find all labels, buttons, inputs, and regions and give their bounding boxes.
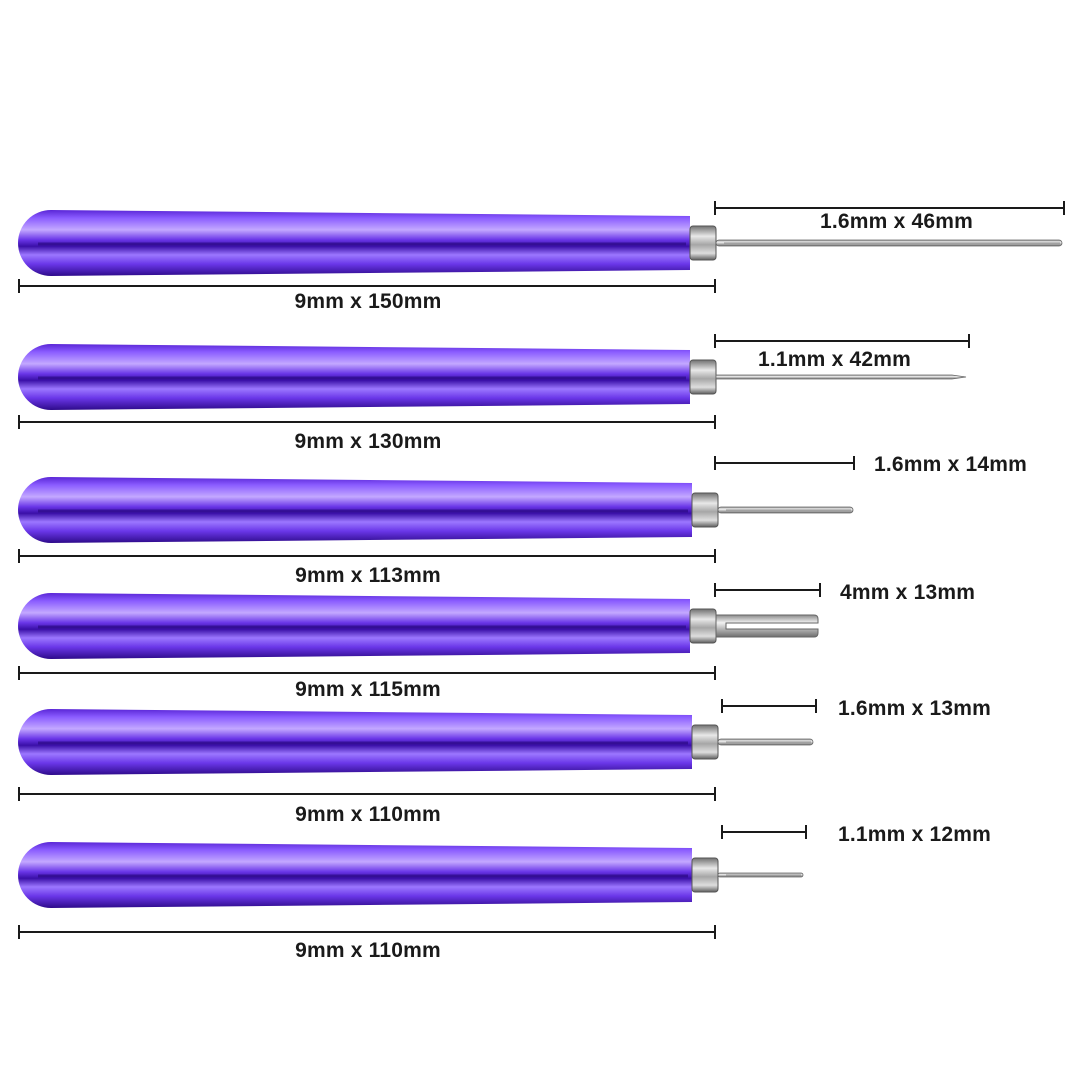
tool-2 — [18, 334, 970, 429]
handle-size-label: 9mm x 110mm — [295, 803, 441, 826]
fork-tip — [715, 614, 819, 638]
tip-size-label: 1.1mm x 12mm — [838, 823, 991, 846]
handle-size-label: 9mm x 150mm — [294, 290, 442, 313]
tool-5 — [18, 699, 817, 801]
tip-size-label: 1.1mm x 42mm — [758, 348, 911, 371]
handle-size-label: 9mm x 130mm — [294, 430, 442, 453]
tool-4 — [18, 583, 821, 680]
tool-1 — [18, 201, 1065, 293]
tool-ferrule — [691, 857, 719, 893]
tool-ferrule — [689, 225, 717, 261]
tool-ferrule — [689, 359, 717, 395]
tip-size-label: 4mm x 13mm — [840, 581, 976, 604]
handle-size-label: 9mm x 113mm — [295, 564, 441, 587]
tool-ferrule — [691, 724, 719, 760]
tool-ferrule — [689, 608, 717, 644]
tool-6 — [18, 825, 807, 939]
handle-size-label: 9mm x 115mm — [295, 678, 441, 701]
tip-size-label: 1.6mm x 14mm — [874, 453, 1027, 476]
tip-size-label: 1.6mm x 46mm — [820, 210, 973, 233]
tool-ferrule — [691, 492, 719, 528]
handle-size-label: 9mm x 110mm — [295, 939, 441, 962]
needle-tip — [715, 374, 967, 380]
tool-3 — [18, 456, 855, 563]
tip-size-label: 1.6mm x 13mm — [838, 697, 991, 720]
